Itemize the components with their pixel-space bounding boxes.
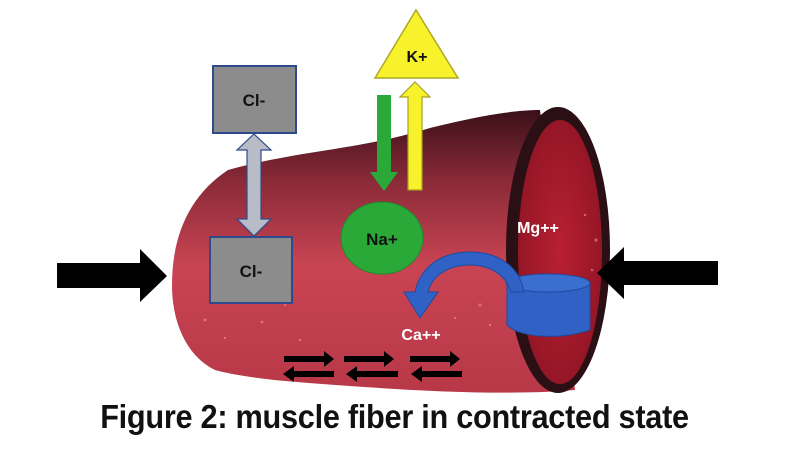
label-sodium: Na+ <box>366 230 398 249</box>
label-potassium: K+ <box>407 49 428 66</box>
compression-arrow-right <box>597 247 718 299</box>
label-magnesium: Mg++ <box>517 220 559 237</box>
calcium-reservoir-top <box>505 273 591 293</box>
compression-arrow-left <box>57 249 167 302</box>
label-chloride-bottom: Cl- <box>240 262 263 281</box>
label-calcium: Ca++ <box>401 327 440 344</box>
sodium-ion <box>340 201 424 275</box>
equilibrium-arrows <box>283 351 462 382</box>
equilibrium-arrow-pair-1 <box>283 351 334 382</box>
chloride-box-bottom <box>209 236 293 304</box>
potassium-triangle <box>373 8 460 79</box>
potassium-efflux-arrow <box>398 81 432 191</box>
figure-caption: Figure 2: muscle fiber in contracted sta… <box>100 398 689 435</box>
fiber-end-inner <box>518 120 602 384</box>
equilibrium-arrow-pair-2 <box>344 351 398 382</box>
muscle-fiber-diagram: Cl- Cl- K+ Na+ Mg++ Ca++ <box>57 8 718 393</box>
chloride-box-top <box>212 65 297 134</box>
calcium-reservoir <box>506 282 591 337</box>
label-chloride-top: Cl- <box>243 91 266 110</box>
fiber-texture <box>203 213 598 342</box>
calcium-release-arrow <box>403 251 525 319</box>
sodium-influx-arrow <box>370 95 398 191</box>
equilibrium-arrow-pair-3 <box>410 351 462 382</box>
chloride-exchange-arrow <box>235 133 273 237</box>
